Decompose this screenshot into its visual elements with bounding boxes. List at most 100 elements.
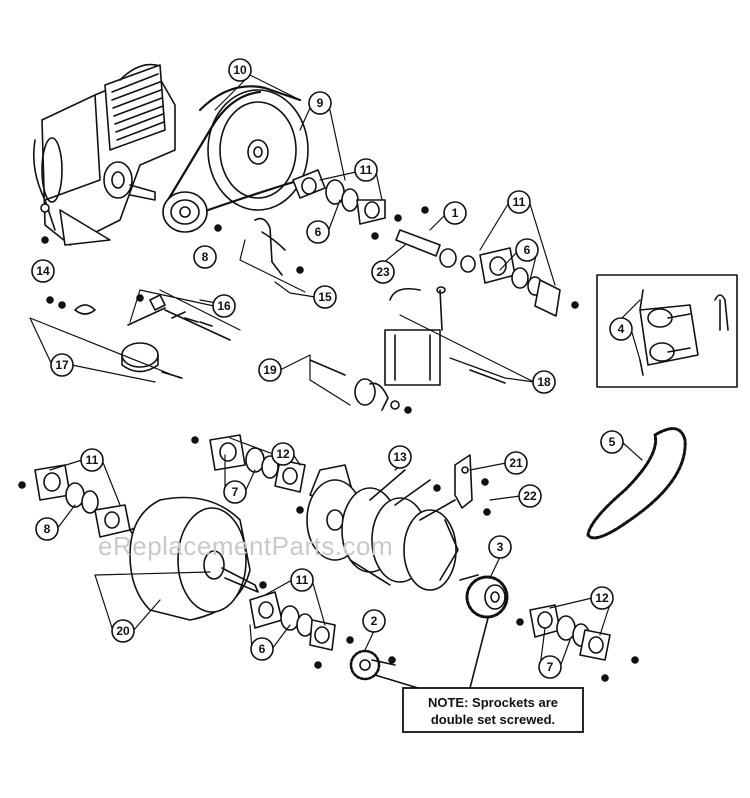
chain-5	[586, 427, 687, 540]
tensioner-assembly	[46, 294, 231, 379]
left-bearing-set	[18, 464, 131, 538]
bracket-15	[40, 203, 304, 276]
callout-c9: 9	[308, 91, 332, 115]
callout-circle	[362, 609, 386, 633]
callout-circle	[609, 317, 633, 341]
sprocket-3	[459, 574, 509, 619]
callout-circle	[388, 445, 412, 469]
callout-label: 8	[202, 250, 209, 264]
callout-circle	[111, 619, 135, 643]
callout-circle	[600, 430, 624, 454]
callout-label: 22	[523, 489, 537, 503]
callout-label: 5	[609, 435, 616, 449]
callout-circle	[515, 238, 539, 262]
callout-c6a: 6	[306, 220, 330, 244]
callout-circle	[538, 655, 562, 679]
callout-label: 9	[317, 96, 324, 110]
idler-assembly	[309, 286, 506, 414]
callout-c11c: 11	[80, 448, 104, 472]
callout-c7b: 7	[538, 655, 562, 679]
callout-c8a: 8	[193, 245, 217, 269]
callout-c6c: 6	[250, 637, 274, 661]
callout-label: 12	[276, 447, 290, 461]
callout-label: 4	[618, 322, 625, 336]
callout-c7a: 7	[223, 480, 247, 504]
callout-label: 12	[595, 591, 609, 605]
callout-circle	[443, 201, 467, 225]
callout-label: 20	[116, 624, 130, 638]
note-line-2: double set screwed.	[431, 712, 555, 727]
callout-label: 11	[513, 195, 526, 209]
watermark-text: eReplacementParts.com	[98, 531, 393, 561]
callout-c11a: 11	[354, 158, 378, 182]
callout-circle	[35, 517, 59, 541]
callout-c23: 23	[371, 260, 395, 284]
callout-label: 10	[233, 63, 247, 77]
callout-c18: 18	[532, 370, 556, 394]
callout-circle	[228, 58, 252, 82]
callout-circle	[308, 91, 332, 115]
callout-circle	[250, 637, 274, 661]
engine	[32, 63, 176, 246]
upper-bearing-set	[292, 169, 402, 240]
callout-c14: 14	[31, 259, 55, 283]
callout-c17: 17	[50, 353, 74, 377]
callout-label: 1	[452, 206, 459, 220]
callout-label: 13	[393, 450, 407, 464]
shaft-23	[395, 206, 579, 317]
callout-label: 3	[497, 540, 504, 554]
belt-drive	[162, 85, 309, 233]
callout-c5: 5	[600, 430, 624, 454]
callout-c16: 16	[212, 294, 236, 318]
callout-c1: 1	[443, 201, 467, 225]
callout-label: 7	[547, 660, 554, 674]
callout-c12a: 12	[271, 442, 295, 466]
callout-circle	[371, 260, 395, 284]
callout-label: 11	[296, 573, 309, 587]
callout-circle	[354, 158, 378, 182]
leader-lines	[29, 74, 643, 689]
callout-circle	[31, 259, 55, 283]
callout-c21: 21	[504, 451, 528, 475]
callout-circle	[590, 586, 614, 610]
right-bearing-set	[516, 604, 639, 682]
tine-assembly	[191, 434, 459, 591]
callout-label: 14	[36, 264, 50, 278]
callout-label: 8	[44, 522, 51, 536]
callout-label: 2	[371, 614, 378, 628]
note-box: NOTE: Sprockets are double set screwed.	[402, 687, 584, 733]
lower-bearing-set	[249, 581, 354, 669]
callout-circle	[223, 480, 247, 504]
callout-circle	[50, 353, 74, 377]
callout-label: 6	[524, 243, 531, 257]
callout-circle	[306, 220, 330, 244]
callout-label: 6	[315, 225, 322, 239]
callout-c12b: 12	[590, 586, 614, 610]
sprocket-2	[349, 649, 396, 681]
callout-label: 17	[55, 358, 69, 372]
callout-c8b: 8	[35, 517, 59, 541]
callout-circle	[193, 245, 217, 269]
callout-c13: 13	[388, 445, 412, 469]
callout-c6b: 6	[515, 238, 539, 262]
callout-c19: 19	[258, 358, 282, 382]
callout-label: 6	[259, 642, 266, 656]
callout-circle	[518, 484, 542, 508]
callout-label: 18	[537, 375, 551, 389]
callout-circle	[271, 442, 295, 466]
callout-circle	[80, 448, 104, 472]
callout-c20: 20	[111, 619, 135, 643]
bracket-21	[433, 454, 491, 516]
callout-label: 23	[376, 265, 390, 279]
callout-c4: 4	[609, 317, 633, 341]
callout-label: 15	[318, 290, 332, 304]
callout-label: 11	[360, 163, 373, 177]
callout-circle	[488, 535, 512, 559]
callout-c3: 3	[488, 535, 512, 559]
callout-c11b: 11	[507, 190, 531, 214]
note-line-1: NOTE: Sprockets are	[428, 695, 558, 710]
callout-c15: 15	[313, 285, 337, 309]
callout-c22: 22	[518, 484, 542, 508]
